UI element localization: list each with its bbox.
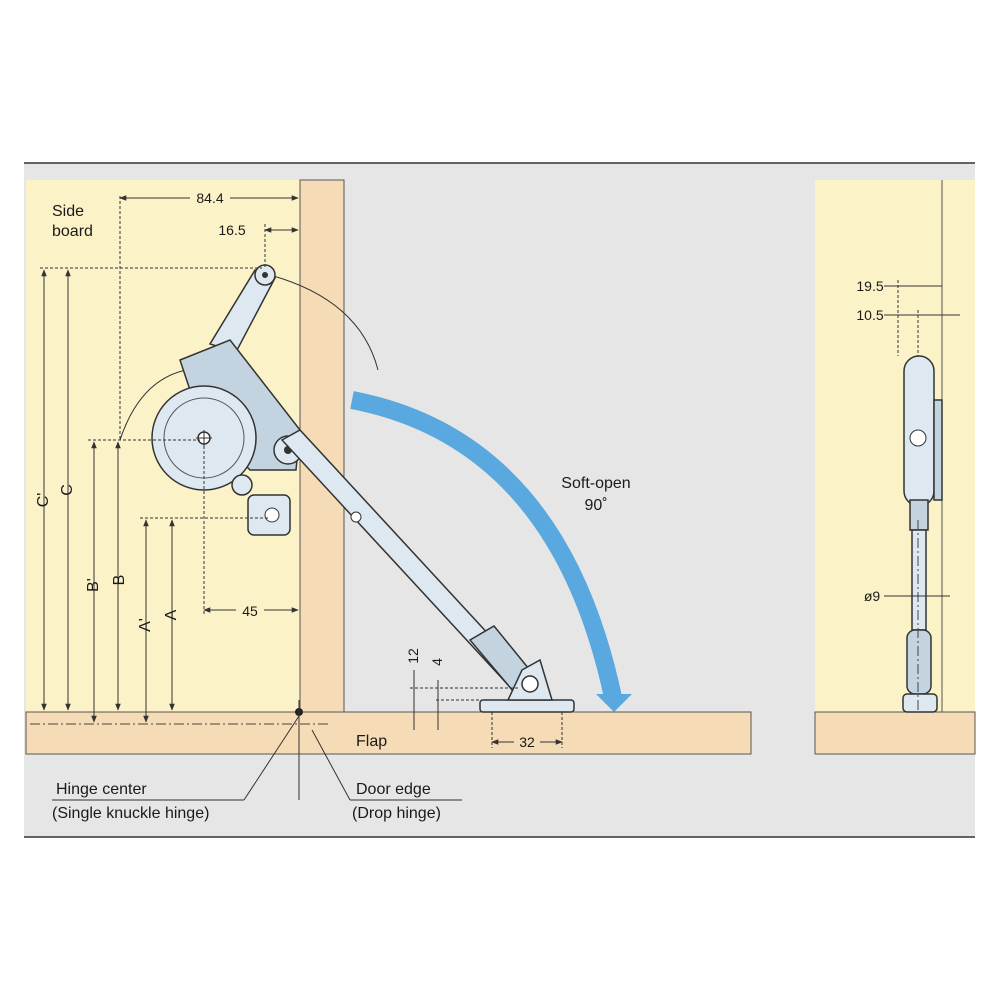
side-view-mechanism: [902, 355, 943, 713]
mount-pivot: [521, 675, 539, 693]
hinge-center-leader: [243, 715, 300, 801]
dim-b: B: [111, 575, 128, 586]
side-view-plate: [933, 399, 943, 501]
dim-32: 32: [519, 734, 535, 750]
dim-c: C: [59, 484, 76, 496]
dim-16-5: 16.5: [218, 222, 245, 238]
soft-open-arrow-head: [596, 694, 632, 712]
soft-open-label: Soft-open: [561, 475, 630, 492]
dim-dia9: ø9: [864, 588, 881, 604]
side-board-label-2: board: [52, 223, 93, 240]
side-view-hub: [909, 429, 927, 447]
side-board-label-1: Side: [52, 203, 84, 220]
dim-84-4: 84.4: [196, 190, 223, 206]
soft-open-arrow-band: [350, 391, 623, 704]
dim-19-5: 19.5: [856, 278, 883, 294]
swing-arc: [269, 274, 379, 371]
swing-arc-left: [119, 369, 187, 441]
side-view-flap: [814, 711, 976, 755]
dim-45: 45: [242, 603, 258, 619]
flap-board: [25, 711, 752, 755]
dim-c-prime: C': [35, 493, 52, 508]
hinge-center-note: (Single knuckle hinge): [52, 805, 209, 822]
flap-mount-plate: [479, 699, 575, 713]
side-view-joint: [909, 499, 929, 531]
hinge-center-label: Hinge center: [56, 781, 147, 798]
hinge-mechanism: [151, 264, 575, 713]
rod-pin: [350, 511, 362, 523]
side-view-mount: [902, 693, 938, 713]
dim-a-prime: A': [137, 618, 154, 632]
door-edge-note: (Drop hinge): [352, 805, 441, 822]
dim-4: 4: [429, 658, 445, 666]
dim-b-prime: B': [85, 578, 102, 592]
dim-a: A: [163, 609, 180, 620]
door-edge-leader: [311, 729, 351, 801]
side-view-rod: [911, 529, 927, 631]
side-view-cabinet: [815, 180, 975, 712]
dim-12: 12: [405, 648, 421, 664]
door-edge-label: Door edge: [356, 781, 431, 798]
pivot-top-pin: [262, 272, 268, 278]
side-view-cylinder: [906, 629, 932, 695]
small-pivot: [231, 474, 253, 496]
flap-label: Flap: [356, 733, 387, 750]
bracket-screw: [264, 507, 280, 523]
angle-label: 90˚: [584, 497, 607, 514]
dim-10-5: 10.5: [856, 307, 883, 323]
